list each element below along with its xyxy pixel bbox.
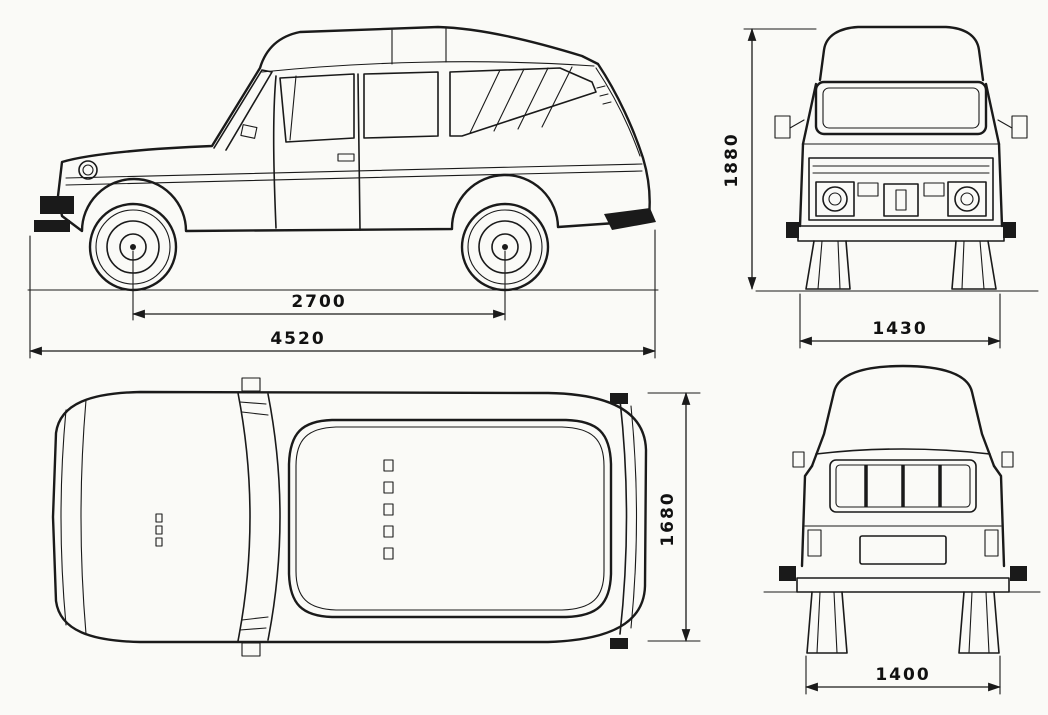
- left-mirror: [774, 115, 791, 139]
- rear-louvered-window: [449, 67, 597, 137]
- pillar-vents: [596, 85, 612, 105]
- rear-window-dividers: [864, 465, 942, 507]
- rear-door-seam: [357, 73, 361, 231]
- top-dimensions: 1680: [647, 391, 701, 643]
- roof-body-seam: [815, 448, 991, 455]
- right-headlight: [954, 186, 980, 212]
- right-rear-tread: [968, 591, 990, 654]
- windshield-glass: [822, 87, 980, 129]
- headlight-inner: [82, 164, 94, 176]
- side-mirror: [240, 124, 258, 139]
- left-headlight: [822, 186, 848, 212]
- left-mirror: [792, 451, 805, 468]
- window-louvers: [469, 66, 573, 134]
- rear-corner-block: [610, 393, 628, 404]
- door-handle: [337, 153, 355, 162]
- right-turn-signal: [923, 182, 945, 197]
- windshield-hatching: [239, 401, 269, 631]
- side-dimensions: 2700 4520: [28, 229, 657, 359]
- front-bumper: [797, 225, 1005, 242]
- rear-bumper: [796, 577, 1010, 593]
- rear-dimensions: 1400: [804, 655, 1002, 695]
- left-front-tire: [805, 240, 851, 290]
- left-taillight: [807, 529, 822, 557]
- brand-emblem: [895, 189, 907, 211]
- right-mirror-arm: [997, 119, 1013, 129]
- roof-panel-outer: [287, 418, 613, 619]
- middle-window: [363, 71, 439, 139]
- left-rear-tire: [806, 591, 848, 654]
- side-trim-molding: [65, 163, 643, 186]
- tailgate-line: [630, 405, 638, 629]
- right-front-tire: [951, 240, 997, 290]
- rear-roof-left: [810, 390, 836, 468]
- front-door-window: [279, 73, 355, 143]
- front-dimensions: 1880 1430: [722, 27, 1002, 349]
- left-headlight-bezel: [815, 181, 855, 217]
- right-tire-tread: [961, 240, 985, 290]
- roof-gutter-line: [261, 61, 595, 73]
- windshield-front-edge: [237, 392, 251, 642]
- plan-body-outline: [51, 390, 648, 644]
- license-plate: [859, 535, 947, 565]
- hood-inset-line: [80, 399, 87, 635]
- left-mudflap: [779, 566, 796, 581]
- top-view: [51, 377, 648, 657]
- rear-mudflap: [604, 208, 656, 230]
- rear-track-value: 1400: [875, 665, 930, 685]
- right-mirror: [1011, 115, 1028, 139]
- left-headlight-inner: [828, 192, 842, 206]
- width-value: 1680: [658, 491, 678, 546]
- front-bumper: [40, 196, 74, 214]
- wheelbase-value: 2700: [291, 292, 346, 312]
- rear-roof-cap: [832, 364, 996, 468]
- bottom-mirror: [241, 642, 261, 657]
- roof-panel-inner: [295, 426, 605, 611]
- front-mudflap: [34, 220, 70, 232]
- right-taillight: [984, 529, 999, 557]
- illegible-stamp-marks: [155, 459, 394, 560]
- front-track-value: 1430: [872, 319, 927, 339]
- right-headlight-bezel: [947, 181, 987, 217]
- right-headlight-inner: [960, 192, 974, 206]
- rear-view: [763, 364, 1041, 654]
- grille-panel: [808, 157, 994, 221]
- left-mudflap: [786, 222, 799, 238]
- windshield-rear-edge: [267, 393, 281, 641]
- left-rear-tread: [816, 591, 838, 654]
- left-mirror-arm: [789, 119, 805, 129]
- windshield-frame: [814, 80, 988, 136]
- rear-pillar-line: [595, 67, 641, 157]
- front-door-seam: [272, 75, 277, 229]
- left-turn-signal: [857, 182, 879, 197]
- right-mudflap: [1003, 222, 1016, 238]
- top-mirror: [241, 377, 261, 392]
- right-mirror: [1001, 451, 1014, 468]
- length-value: 4520: [270, 329, 325, 349]
- rear-window-edge: [619, 399, 628, 635]
- windshield: [213, 69, 273, 151]
- front-wheel: [88, 202, 178, 292]
- side-view: [27, 25, 659, 292]
- right-mudflap: [1010, 566, 1027, 581]
- high-roof-cap: [818, 25, 985, 82]
- a-pillars: [801, 82, 1001, 146]
- headlight: [78, 160, 98, 180]
- roof-seams: [391, 27, 447, 65]
- left-tire-tread: [817, 240, 841, 290]
- right-rear-tire: [958, 591, 1000, 654]
- vent-window-divider: [289, 75, 297, 141]
- rear-window-frame: [829, 459, 977, 513]
- front-view: [755, 25, 1039, 292]
- body-sides: [798, 142, 1004, 228]
- grille-slots: [812, 165, 990, 174]
- rear-body-sides: [800, 464, 1006, 568]
- rear-corner-block: [610, 638, 628, 649]
- height-value: 1880: [722, 132, 742, 187]
- front-bumper-line: [60, 409, 67, 626]
- center-grille: [883, 183, 919, 217]
